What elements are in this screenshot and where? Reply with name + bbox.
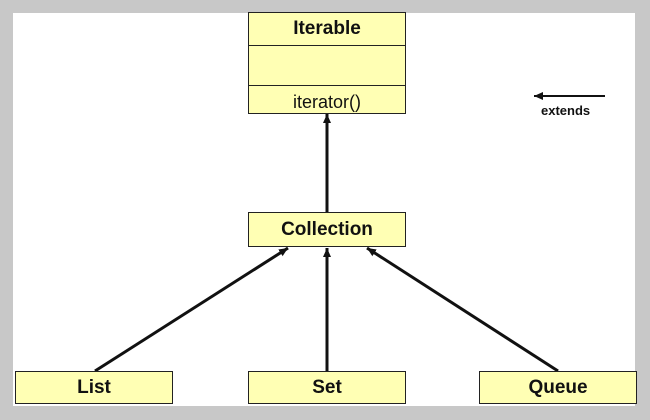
collection-label: Collection: [281, 218, 373, 240]
collection-box: Collection: [248, 212, 406, 247]
legend-extends-label: extends: [541, 103, 591, 118]
set-box: Set: [248, 371, 406, 404]
iterable-class-box: Iterable iterator(): [248, 12, 406, 114]
iterable-operation: iterator(): [292, 92, 361, 112]
queue-label: Queue: [528, 376, 588, 398]
iterable-attributes: [249, 46, 405, 86]
queue-box: Queue: [479, 371, 637, 404]
edge-queue-to-collection: [366, 246, 559, 373]
list-label: List: [77, 376, 111, 398]
iterable-class-name: Iterable: [249, 13, 405, 46]
edge-list-to-collection: [94, 246, 289, 373]
list-box: List: [15, 371, 173, 404]
set-label: Set: [312, 376, 342, 398]
